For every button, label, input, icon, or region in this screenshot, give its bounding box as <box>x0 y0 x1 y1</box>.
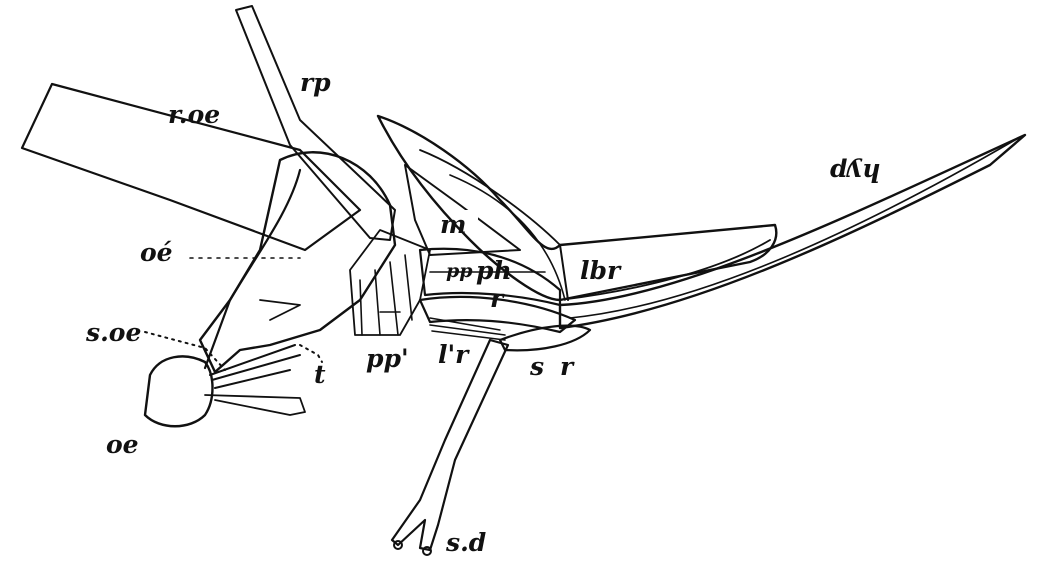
label-hyp: hyp <box>830 158 881 187</box>
oesophagus-bulb <box>143 355 214 428</box>
label-s-oe: s.oe <box>86 318 142 347</box>
label-l-prime-r: l'r <box>438 340 469 369</box>
label-m: m <box>440 210 467 239</box>
label-r-2: r <box>560 352 574 381</box>
pharynx-sclerites <box>418 247 577 341</box>
protractor-muscles <box>349 229 431 336</box>
label-rp: rp <box>300 68 331 97</box>
leader-lines <box>144 257 401 371</box>
label-r: r <box>490 284 504 313</box>
label-lbr: lbr <box>580 256 621 285</box>
label-r-oe: r.oe <box>168 100 221 129</box>
salivary-duct <box>390 338 510 556</box>
label-ph: ph <box>476 256 512 285</box>
label-t: t <box>314 360 326 389</box>
labrum-hypopharynx <box>376 114 1027 330</box>
label-s-d: s.d <box>446 528 487 557</box>
tendon-strands <box>204 344 306 416</box>
pharynx-body <box>198 151 397 374</box>
label-pp: pp <box>446 260 473 282</box>
label-oe: oe <box>106 430 139 459</box>
label-hyp-text: hyp <box>830 158 881 187</box>
salivary-receptacle <box>498 324 592 352</box>
retractor-pharynx-muscle <box>235 5 396 241</box>
label-s: s <box>530 352 545 381</box>
retractor-oesophagus-muscle <box>20 82 362 252</box>
label-pp-prime: pp' <box>366 344 409 373</box>
label-oe-prime: oé <box>140 238 173 267</box>
